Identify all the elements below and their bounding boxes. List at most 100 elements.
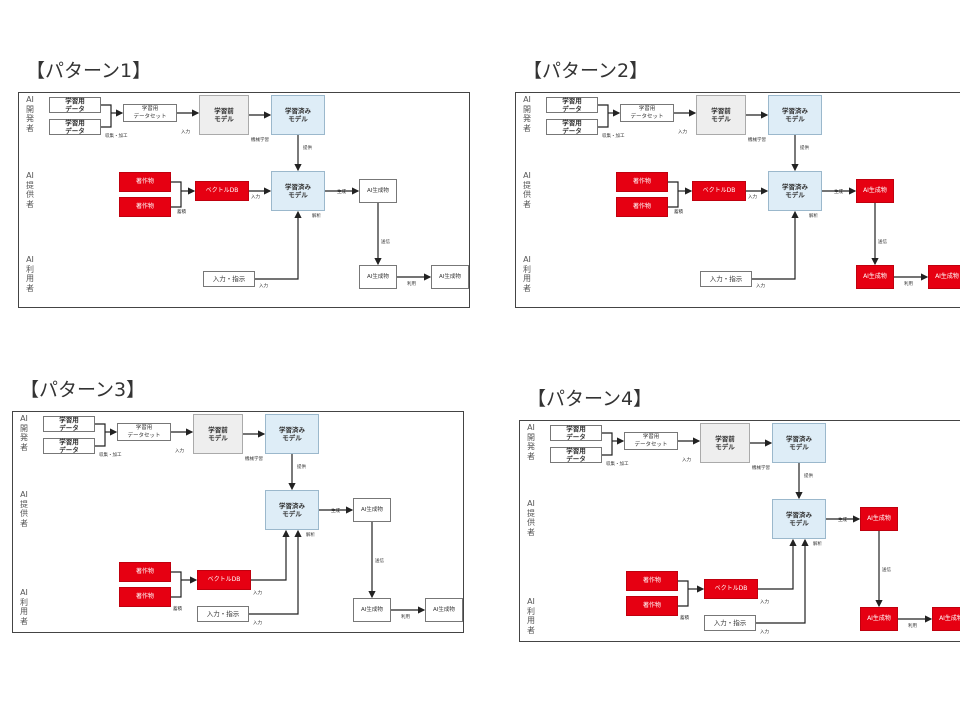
edge-label-analyze: 解析	[306, 533, 315, 538]
ai-output-user-box: AI生成物	[856, 265, 894, 289]
edge-label-use: 利用	[904, 282, 913, 287]
edge-label-use: 利用	[407, 282, 416, 287]
work-1-box: 著作物	[119, 562, 171, 582]
edge-label-input-user: 入力	[253, 621, 262, 626]
edge-label-provide: 提供	[804, 474, 813, 479]
pattern-title: 【パターン4】	[527, 388, 653, 410]
edge-label-send: 送信	[381, 240, 390, 245]
data-bracket-line	[598, 104, 609, 128]
work-1-box: 著作物	[616, 172, 668, 192]
diagram-frame: 学習用 データ学習用 データ学習用 データセット学習前 モデル学習済み モデル学…	[18, 92, 470, 308]
edge-label-store: 蓄積	[177, 210, 186, 215]
training-data-1-box: 学習用 データ	[49, 97, 101, 113]
edge-label-generate: 生成	[337, 190, 346, 195]
edge-label-provide: 提供	[303, 146, 312, 151]
edge-label-collect: 収集・加工	[99, 453, 122, 458]
training-data-2-box: 学習用 データ	[550, 447, 602, 463]
role-label-user: AI利用者	[26, 255, 34, 293]
role-label-developer: AI開発者	[523, 95, 531, 133]
edge-label-analyze: 解析	[312, 214, 321, 219]
role-label-provider: AI提供者	[523, 171, 531, 209]
pattern-2: 【パターン2】学習用 データ学習用 データ 学習用 データセット 学習前 モデル学習…	[515, 56, 960, 326]
connector-lines	[101, 104, 432, 281]
ai-output-user-box: AI生成物	[860, 607, 898, 631]
works-bracket-line	[678, 580, 689, 607]
arrow-instruction-to-model	[752, 210, 799, 280]
connector-lines	[598, 104, 929, 281]
edge-label-analyze: 解析	[809, 214, 818, 219]
edge-label-input-dev: 入力	[181, 130, 190, 135]
vector-db-box: ベクトルDB	[195, 181, 249, 201]
vector-db-box: ベクトルDB	[704, 579, 758, 599]
work-2-box: 著作物	[119, 587, 171, 607]
edge-label-machine-learning: 機械学習	[251, 138, 269, 143]
edge-label-collect: 収集・加工	[602, 134, 625, 139]
diagram-frame: 学習用 データ学習用 データ学習用 データセット学習前 モデル学習済み モデル学…	[515, 92, 960, 308]
ai-output-user-box: AI生成物	[353, 598, 391, 622]
vector-db-box: ベクトルDB	[197, 570, 251, 590]
role-label-user: AI利用者	[20, 588, 28, 626]
pattern-1: 【パターン1】学習用 データ学習用 データ学習用 データセット学習前 モデル学習…	[18, 56, 478, 326]
instruction-box: 入力・指示	[700, 271, 752, 287]
data-bracket-line	[95, 423, 106, 447]
dataset-box: 学習用 データセット	[624, 432, 678, 450]
edge-label-collect: 収集・加工	[105, 134, 128, 139]
pre-model-box: 学習前 モデル	[199, 95, 249, 135]
work-1-box: 著作物	[119, 172, 171, 192]
role-label-developer: AI開発者	[20, 414, 28, 452]
dataset-box: 学習用 データセット	[117, 423, 171, 441]
instruction-box: 入力・指示	[704, 615, 756, 631]
ai-output-prov-box: AI生成物	[860, 507, 898, 531]
ai-output-prov-box: AI生成物	[359, 179, 397, 203]
works-bracket-line	[668, 181, 679, 208]
connector-lines	[602, 432, 933, 624]
connector-lines	[95, 423, 426, 615]
edge-label-input-dev: 入力	[175, 449, 184, 454]
ai-output-final-box: AI生成物	[928, 265, 960, 289]
arrow-instruction-to-model	[249, 529, 302, 615]
pattern-title: 【パターン2】	[523, 60, 649, 82]
trained-model-dev-box: 学習済み モデル	[265, 414, 319, 454]
arrow-vdb-to-model	[251, 529, 290, 581]
edge-label-provide: 提供	[800, 146, 809, 151]
edge-label-input-user: 入力	[259, 284, 268, 289]
edge-label-generate: 生成	[834, 190, 843, 195]
dataset-box: 学習用 データセット	[620, 104, 674, 122]
role-label-provider: AI提供者	[20, 490, 28, 528]
data-bracket-line	[602, 432, 613, 456]
edge-label-collect: 収集・加工	[606, 462, 629, 467]
works-bracket-line	[171, 571, 182, 598]
edge-label-input-vdb: 入力	[251, 195, 260, 200]
role-label-developer: AI開発者	[26, 95, 34, 133]
role-label-developer: AI開発者	[527, 423, 535, 461]
arrow-vdb-to-model	[758, 538, 797, 590]
training-data-2-box: 学習用 データ	[546, 119, 598, 135]
edge-label-machine-learning: 機械学習	[245, 457, 263, 462]
edge-label-use: 利用	[401, 615, 410, 620]
instruction-box: 入力・指示	[197, 606, 249, 622]
pattern-4: 【パターン4】学習用 データ学習用 データ学習用 データセット学習前 モデル学習…	[519, 384, 960, 654]
pre-model-box: 学習前 モデル	[696, 95, 746, 135]
edge-label-send: 送信	[878, 240, 887, 245]
training-data-2-box: 学習用 データ	[43, 438, 95, 454]
diagram-frame: 学習用 データ学習用 データ学習用 データセット学習前 モデル学習済み モデル学…	[519, 420, 960, 642]
pre-model-box: 学習前 モデル	[700, 423, 750, 463]
ai-output-final-box: AI生成物	[425, 598, 463, 622]
edge-label-input-dev: 入力	[682, 458, 691, 463]
training-data-1-box: 学習用 データ	[550, 425, 602, 441]
work-1-box: 著作物	[626, 571, 678, 591]
edge-label-generate: 生成	[331, 509, 340, 514]
ai-output-prov-box: AI生成物	[856, 179, 894, 203]
pattern-title: 【パターン1】	[26, 60, 152, 82]
ai-output-final-box: AI生成物	[932, 607, 960, 631]
edge-label-input-vdb: 入力	[748, 195, 757, 200]
arrow-instruction-to-model	[255, 210, 302, 280]
pattern-title: 【パターン3】	[20, 379, 146, 401]
works-bracket-line	[171, 181, 182, 208]
edge-label-input-dev: 入力	[678, 130, 687, 135]
trained-model-dev-box: 学習済み モデル	[768, 95, 822, 135]
edge-label-machine-learning: 機械学習	[748, 138, 766, 143]
training-data-1-box: 学習用 データ	[546, 97, 598, 113]
edge-label-input-vdb: 入力	[253, 591, 262, 596]
trained-model-prov-box: 学習済み モデル	[271, 171, 325, 211]
